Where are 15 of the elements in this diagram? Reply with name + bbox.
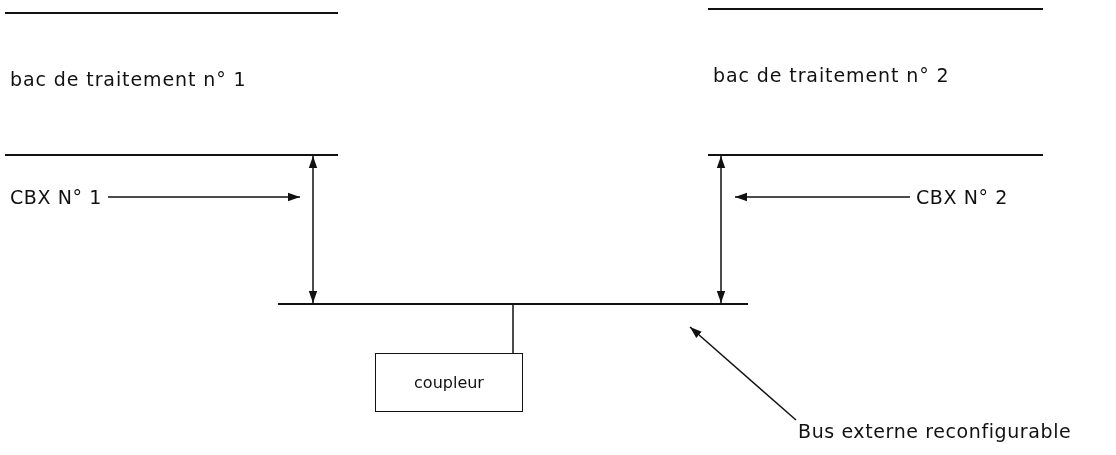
bus-line [278,303,748,305]
arrow [308,155,318,304]
bus-label: CBX N° 2 [916,186,1008,208]
tank-band [708,8,1043,156]
pointer-arrow [107,192,301,202]
tank-label: bac de traitement n° 1 [10,68,247,90]
tank-label: bac de traitement n° 2 [713,64,950,86]
bus-label: CBX N° 1 [10,186,102,208]
pointer-arrow [734,192,911,202]
arrow [689,326,797,421]
arrow [716,155,726,304]
tank-band [5,12,338,156]
coupler-box: coupleur [375,353,523,412]
bus-label: Bus externe reconfigurable [798,420,1072,442]
connector-line [512,304,514,354]
